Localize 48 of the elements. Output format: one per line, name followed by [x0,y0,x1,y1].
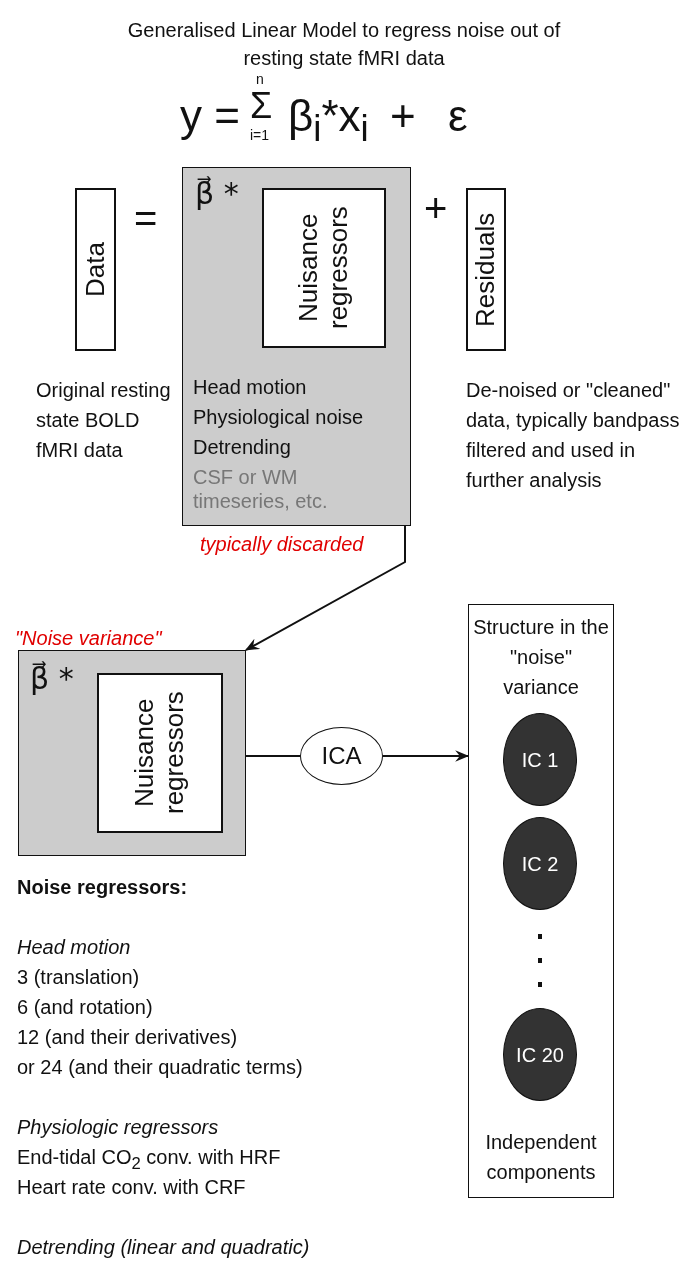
node-label: IC 2 [521,851,559,876]
box-label: Nuisance regressors [294,205,354,332]
list-item: 12 (and their derivatives) [17,1025,238,1049]
panel-heading: Structure in the "noise" variance [472,615,610,700]
list-item: 3 (translation) [17,965,140,989]
equation-term: y = [180,92,240,141]
panel-text: Detrending [193,435,291,459]
arrow [382,750,470,762]
box-label: Residuals [471,211,501,329]
components-panel [468,604,614,1198]
list-item: or 24 (and their quadratic terms) [17,1055,303,1079]
data-box [75,188,116,351]
node-label: ICA [321,741,362,771]
node-caption: De-noised or "cleaned" data, typically bandpass filtered and used in further analysis [466,378,681,493]
box-label: Data [80,241,111,299]
list-subheading: Head motion [17,935,131,959]
regressor-box [262,188,386,348]
equation-term: β$_{i}$*x$_{i}$ [288,92,369,150]
list-item: 6 (and rotation) [17,995,153,1019]
list-subheading: Detrending (linear and quadratic) [17,1235,310,1259]
panel-caption: Independent components [484,1130,598,1185]
list-item: End-tidal CO$_{2}$ conv. with HRF [17,1145,281,1174]
list-heading: Noise regressors: [17,875,188,899]
node-label: IC 20 [516,1042,564,1067]
list-subheading: Physiologic regressors [17,1115,219,1139]
equation-term: ε [448,92,468,141]
list-item: Heart rate conv. with CRF [17,1175,246,1199]
panel-heading: "Noise variance" [15,626,162,650]
regressor-box [97,673,223,833]
diagram-title: Generalised Linear Model to regress noise out of resting state fMRI data [126,18,562,71]
panel-text: Head motion [193,375,307,399]
panel-text: CSF or WM timeseries, etc. [193,465,329,513]
box-label: Nuisance regressors [130,690,190,817]
panel-text: Physiological noise [193,405,364,429]
sum-symbol: Σ [250,86,273,126]
residuals-box [466,188,506,351]
sum-limit: i=1 [250,128,270,144]
arrow [245,525,406,651]
node-caption: typically discarded [200,532,364,557]
plus-sign: + [424,186,448,230]
beta-vector: β⃗ * [195,176,239,212]
sum-limit: n [256,72,264,88]
beta-vector: β⃗ * [30,661,74,697]
equation-term: + [390,92,416,141]
equals-sign: = [134,196,158,240]
node-caption: Original resting state BOLD fMRI data [36,378,171,463]
model-panel [182,167,411,526]
node-label: IC 1 [521,747,559,772]
